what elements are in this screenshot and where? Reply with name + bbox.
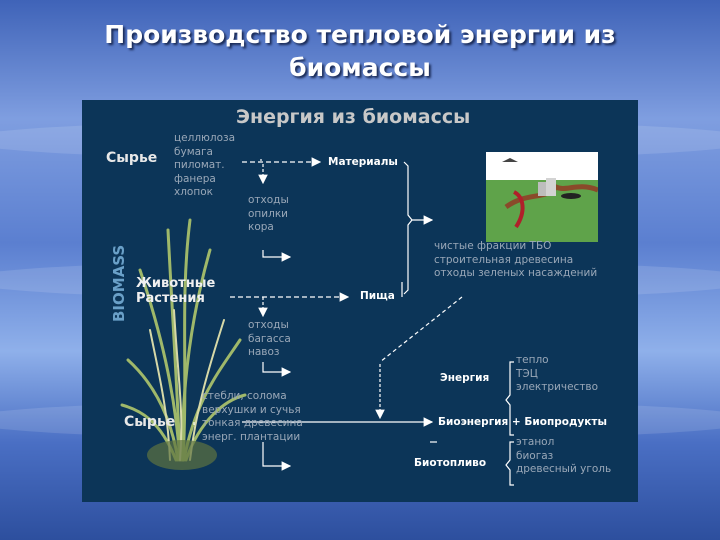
list-item: отходы зеленых насаждений — [434, 267, 598, 279]
list-item: биогаз — [516, 449, 554, 462]
animals-plants: Животные Растения — [136, 276, 215, 306]
list-item: целлюлоза — [174, 132, 236, 144]
dashed-food-energy — [379, 296, 463, 363]
list-item: древесный уголь — [516, 463, 612, 475]
energy-items: тепло ТЭЦ электричество — [516, 354, 598, 395]
list-item: энерг. плантации — [202, 430, 301, 443]
list-item: строительная древесина — [434, 253, 574, 266]
group4-list: стебли, солома верхушки и сучья тонкая д… — [202, 390, 303, 444]
list-item: фанера — [174, 172, 216, 185]
list-item: электричество — [516, 381, 599, 393]
slide-title-line1: Производство тепловой энергии из — [104, 20, 616, 49]
animals-label: Животные — [136, 276, 216, 291]
list-item: отходы — [248, 194, 289, 206]
list-item: отходы — [248, 319, 289, 331]
list-item: стебли, солома — [202, 390, 287, 402]
diagram-panel: Энергия из биомассы BIOMASS Сырье Сырье … — [82, 100, 638, 502]
biomass-label: BIOMASS — [110, 244, 128, 322]
group1-list: целлюлоза бумага пиломат. фанера хлопок — [174, 132, 235, 200]
list-item: навоз — [248, 346, 280, 358]
panel-heading: Энергия из биомассы — [236, 106, 471, 128]
biofuel-label: Биотопливо — [414, 457, 487, 469]
brace-biofuel — [505, 441, 514, 486]
list-item: пиломат. — [174, 159, 225, 171]
slide-title: Производство тепловой энергии из биомасс… — [0, 18, 720, 84]
list-item: багасса — [248, 332, 291, 345]
list-item: чистые фракции ТБО — [434, 240, 552, 252]
list-item: тепло — [516, 354, 549, 366]
arrow-to-bioenergy — [193, 422, 432, 425]
brace-right — [403, 161, 413, 295]
list-item: тонкая древесина — [202, 417, 303, 429]
group2-list: отходы опилки кора — [248, 194, 289, 235]
list-item: этанол — [516, 436, 555, 448]
plants-label: Растения — [136, 291, 205, 306]
raw-label-top: Сырье — [106, 150, 158, 166]
bioenergy-label: Биоэнергия + Биопродукты — [438, 416, 607, 428]
biofuel-items: этанол биогаз древесный уголь — [516, 436, 611, 477]
brace-energy — [505, 361, 514, 436]
list-item: кора — [248, 221, 274, 233]
list-item: опилки — [248, 207, 288, 220]
list-item: ТЭЦ — [516, 367, 538, 380]
list-item: верхушки и сучья — [202, 403, 301, 416]
grass-plant-illustration — [120, 218, 247, 470]
food-label: Пища — [360, 290, 395, 302]
group3-list: отходы багасса навоз — [248, 319, 291, 360]
arrow-group4 — [262, 442, 292, 471]
landfill-landscape-illustration — [486, 152, 598, 242]
flow-connectors — [193, 157, 514, 486]
raw-label-bottom: Сырье — [124, 414, 176, 430]
energy-label: Энергия — [440, 372, 490, 384]
slide-title-line2: биомассы — [289, 53, 431, 82]
list-item: хлопок — [174, 186, 213, 198]
arrow-group3 — [262, 362, 292, 377]
materials-label: Материалы — [328, 156, 398, 168]
msw-list: чистые фракции ТБО строительная древесин… — [434, 240, 597, 281]
list-item: бумага — [174, 145, 213, 158]
arrow-group2 — [262, 250, 292, 262]
